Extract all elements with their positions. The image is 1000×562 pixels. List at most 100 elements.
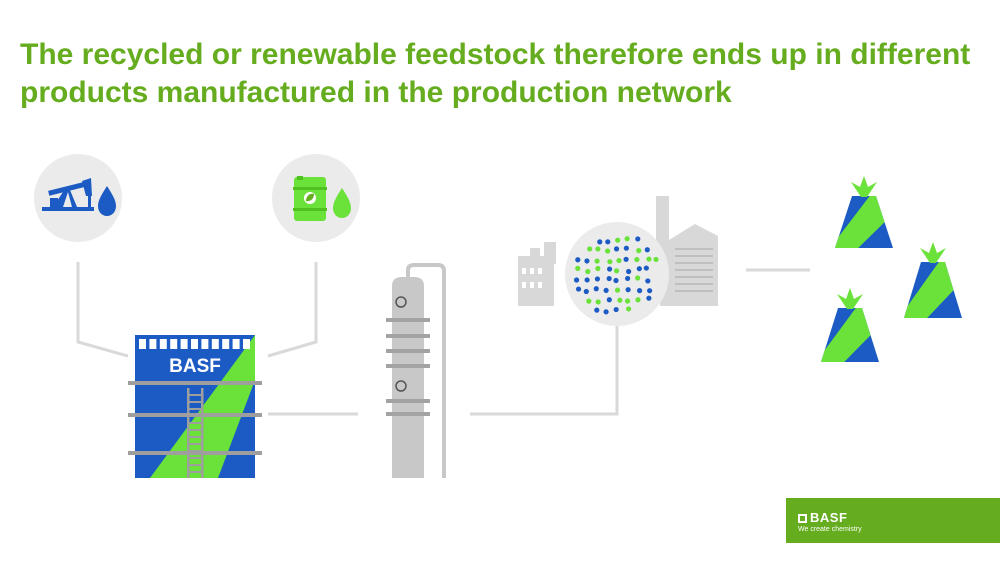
molecule-dot: [575, 265, 581, 271]
molecule-dot: [647, 288, 653, 294]
tank-window: [222, 339, 230, 349]
connector-lines: [76, 262, 810, 416]
ladder-rung: [187, 408, 204, 410]
molecule-dot: [645, 278, 651, 284]
column-porthole-top: [395, 296, 407, 308]
oil-drop-icon: [98, 186, 116, 216]
tank-window: [170, 339, 178, 349]
bag-tie: [851, 176, 877, 197]
molecule-dot: [594, 307, 600, 313]
column-body: [392, 277, 424, 478]
headline: The recycled or renewable feedstock ther…: [20, 36, 980, 112]
molecule-dot: [575, 286, 582, 292]
molecule-dot: [614, 268, 620, 274]
fossil-icon-background: [34, 154, 122, 242]
ladder-rung: [187, 443, 204, 445]
molecule-dot: [626, 306, 632, 312]
molecule-dot: [635, 297, 641, 303]
molecule-dot: [605, 248, 611, 254]
barrel-icon: [293, 176, 327, 221]
tank-window: [232, 339, 240, 349]
molecule-dot: [603, 309, 609, 315]
molecule-dot: [584, 258, 590, 264]
product-bag-icon: [835, 176, 893, 248]
molecule-dot: [613, 277, 619, 284]
molecule-dot: [586, 298, 592, 304]
molecule-dot: [595, 265, 601, 272]
molecule-dot: [593, 286, 599, 292]
connector-column-to-plant: [470, 326, 619, 416]
column-tray: [386, 412, 430, 416]
ladder-rail: [201, 388, 204, 478]
molecule-dot: [607, 259, 613, 265]
column-tray: [386, 399, 430, 403]
column-tray: [386, 349, 430, 353]
ladder-rung: [187, 415, 204, 417]
molecule-dot: [595, 246, 601, 252]
ladder-rung: [187, 464, 204, 466]
molecule-dot: [636, 266, 642, 272]
ladder-rail: [187, 388, 190, 478]
basf-tagline: We create chemistry: [798, 526, 862, 533]
molecule-dot: [626, 268, 632, 275]
fossil-feedstock-icon: [34, 154, 122, 242]
ladder-rung: [187, 429, 204, 431]
bag-tie: [837, 288, 863, 309]
molecule-dot: [614, 287, 621, 293]
column-tray: [386, 364, 430, 368]
molecule-dot: [643, 265, 649, 271]
molecule-dot: [636, 247, 642, 254]
molecule-dot: [583, 288, 589, 295]
column-tray: [386, 318, 430, 322]
molecule-dots: [573, 236, 659, 315]
molecule-dot: [575, 257, 581, 263]
distillation-column: [386, 263, 446, 478]
molecule-dot: [587, 246, 593, 252]
molecule-dot: [653, 256, 659, 263]
molecule-dot: [573, 277, 580, 283]
molecule-dot: [646, 256, 652, 262]
molecule-dot: [625, 275, 631, 282]
renewable-feedstock-icon: [272, 154, 360, 242]
ladder-rung: [187, 436, 204, 438]
oil-pump-icon: [42, 178, 94, 211]
basf-logo-mark: BASF: [798, 510, 847, 525]
basf-storage-tank: BASF: [128, 335, 262, 478]
tank-window: [201, 339, 209, 349]
molecule-dot: [595, 299, 601, 305]
tank-top-windows: [139, 339, 250, 349]
ladder-rung: [187, 401, 204, 403]
ladder-rung: [187, 457, 204, 459]
molecule-dot: [597, 239, 603, 245]
molecule-dot: [606, 275, 612, 282]
column-porthole-bottom: [395, 380, 407, 392]
molecule-dot: [634, 256, 640, 263]
tank-window: [191, 339, 198, 349]
tank-window: [149, 339, 157, 349]
molecule-dot: [623, 256, 629, 262]
molecule-dot: [585, 268, 591, 275]
molecule-dot: [584, 277, 590, 283]
basf-logo-square-icon: [798, 514, 807, 523]
molecule-dot: [613, 306, 619, 313]
molecule-dot: [625, 287, 631, 293]
tank-window: [180, 339, 188, 349]
molecule-dot: [617, 297, 623, 303]
ladder-rung: [187, 471, 204, 473]
tank-window: [159, 339, 167, 349]
tank-ladder: [187, 388, 204, 478]
tank-window: [139, 339, 146, 349]
product-bag-icon: [904, 242, 962, 318]
tank-window: [243, 339, 250, 349]
headline-line-1: The recycled or renewable feedstock ther…: [20, 38, 971, 71]
connector-fossil-to-tank: [76, 262, 129, 358]
column-tray: [386, 334, 430, 338]
molecule-dot: [644, 247, 650, 253]
basf-logo-text: BASF: [810, 510, 848, 525]
molecule-dot: [594, 258, 600, 264]
renewable-drop-icon: [333, 188, 351, 218]
ladder-rung: [187, 422, 204, 424]
molecule-dot: [646, 295, 652, 301]
molecule-dot: [594, 276, 601, 282]
